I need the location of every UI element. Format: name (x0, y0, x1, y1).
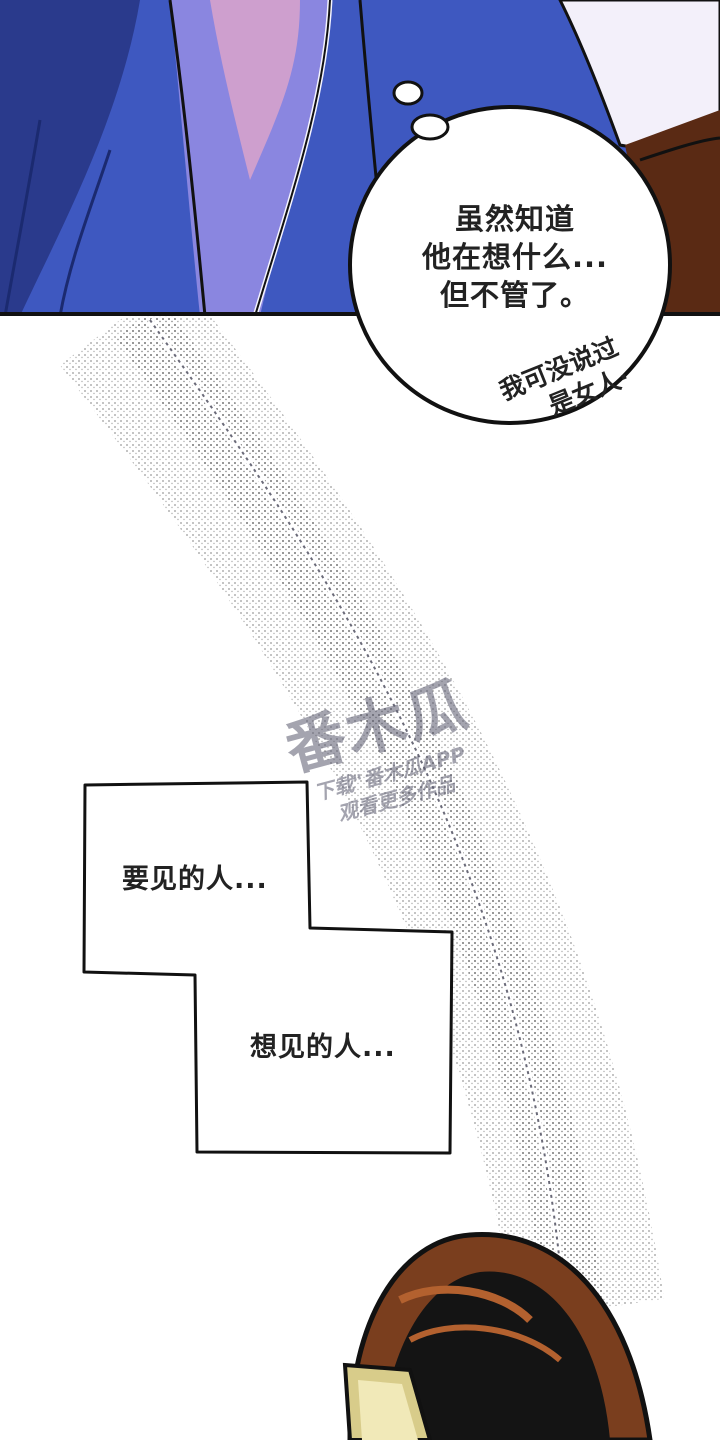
caption-1: 要见的人... (122, 864, 268, 895)
bubble-line-1: 虽然知道 (454, 202, 575, 236)
thought-bubble-text: 虽然知道 他在想什么... 但不管了。 (370, 200, 660, 314)
thought-bubble (348, 80, 672, 425)
bubble-line-2: 他在想什么... (421, 240, 609, 274)
caption-box-frame (82, 780, 454, 1155)
character-head-bottom (342, 1232, 653, 1440)
sword-trail-effect (60, 274, 665, 1322)
bubble-line-3: 但不管了。 (439, 278, 590, 312)
caption-2: 想见的人... (250, 1032, 396, 1063)
